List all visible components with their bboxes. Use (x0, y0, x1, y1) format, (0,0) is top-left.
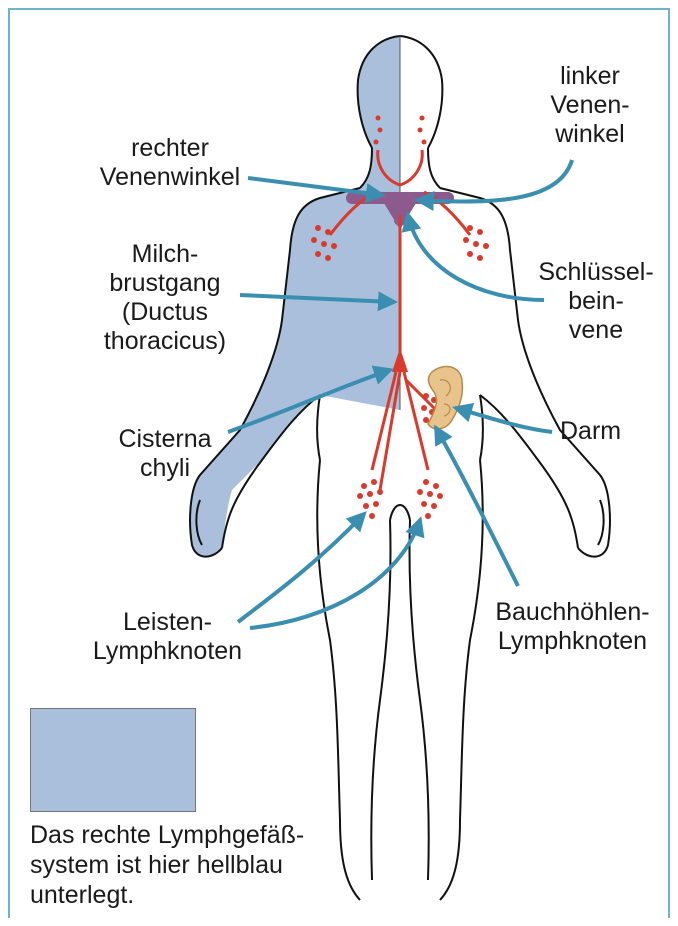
label-bauchhoehlen-lymphknoten: Bauchhöhlen- Lymphknoten (480, 598, 665, 656)
inguinal-nodes-right (357, 479, 383, 519)
legend-swatch (30, 708, 196, 812)
neck-nodes-left (418, 116, 427, 145)
label-milchbrustgang: Milch- brustgang (Ductus thoracicus) (80, 240, 250, 356)
arrow-leisten-right (238, 514, 364, 622)
arrow-darm (456, 408, 552, 432)
label-darm: Darm (560, 417, 621, 446)
arrow-schluesselbeinvene (408, 215, 544, 300)
legend-text: Das rechte Lymphgefäß- system ist hier h… (30, 820, 304, 910)
label-schluesselbeinvene: Schlüssel- bein- vene (526, 258, 666, 345)
arrow-leisten-left (250, 520, 420, 628)
label-cisterna-chyli: Cisterna chyli (100, 425, 230, 483)
inguinal-nodes-left (417, 479, 443, 519)
label-rechter-venenwinkel: rechter Venenwinkel (70, 134, 270, 192)
arrow-bauchhoehlen (436, 428, 518, 586)
label-leisten-lymphknoten: Leisten- Lymphknoten (80, 608, 255, 666)
label-linker-venenwinkel: linker Venen- winkel (540, 62, 640, 149)
